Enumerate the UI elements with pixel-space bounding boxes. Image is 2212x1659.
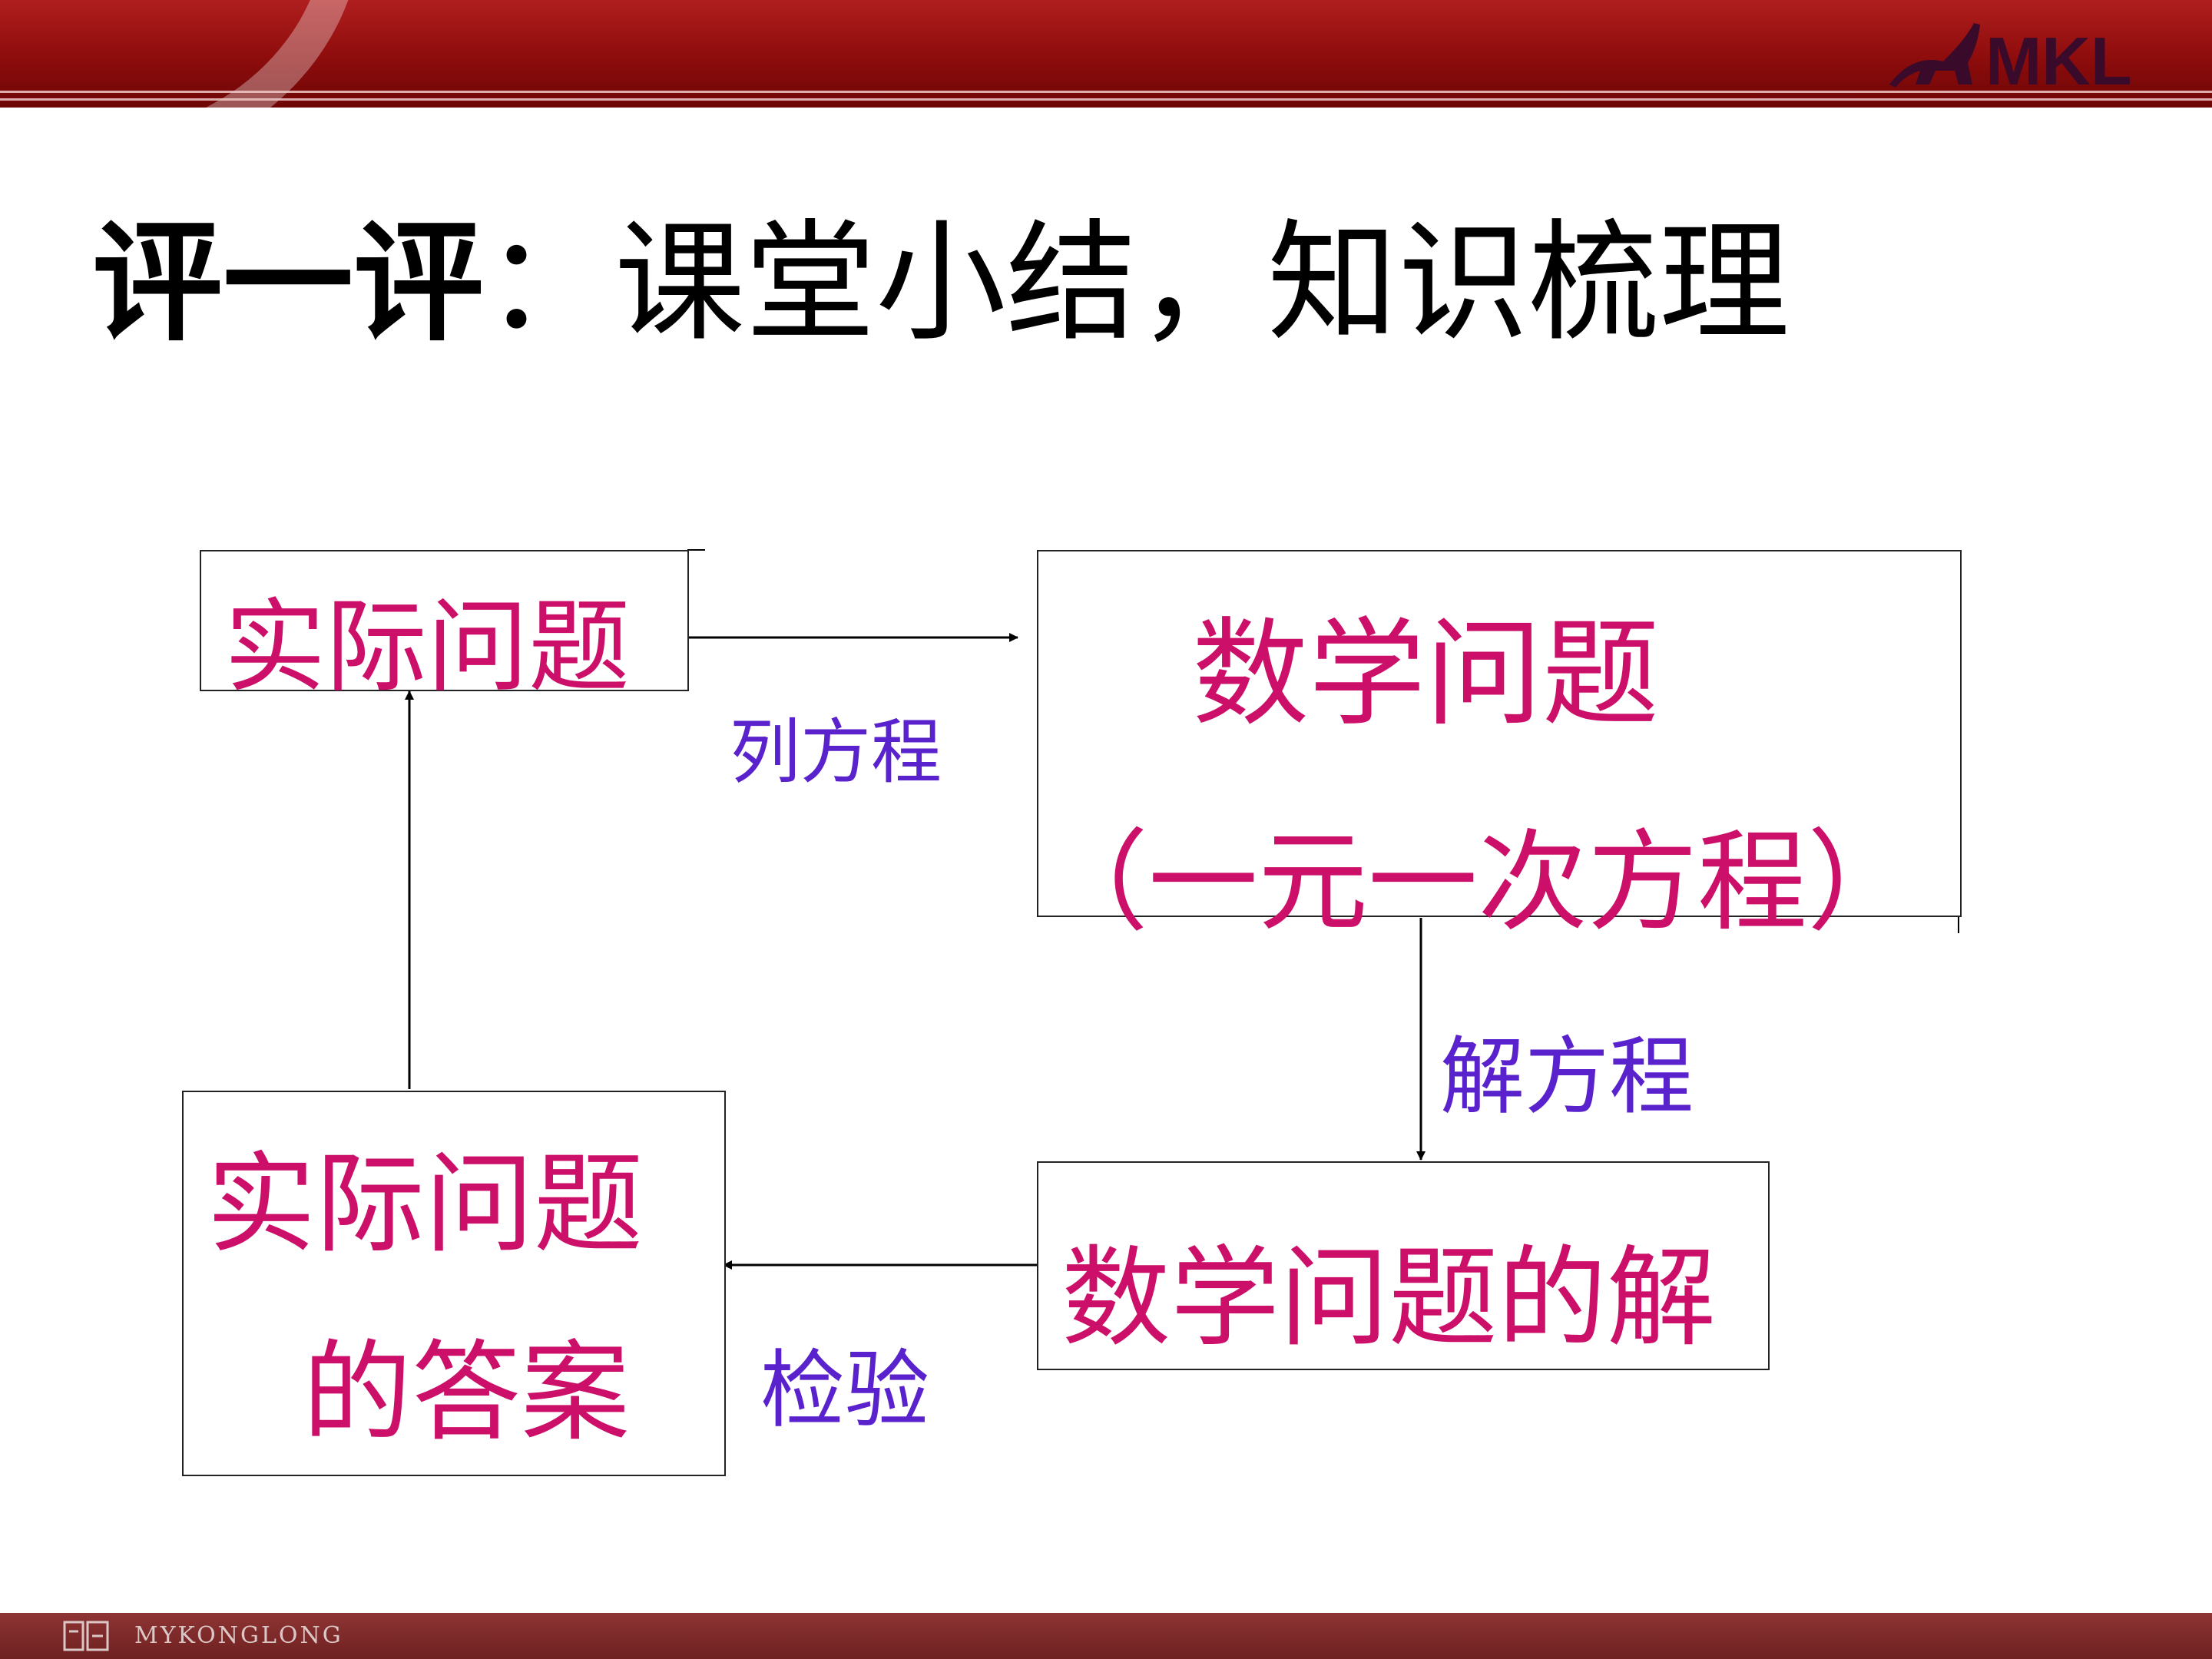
edge-label-check: 检验 xyxy=(760,1341,929,1439)
node-math-solution: 数学问题的解 xyxy=(1037,1161,1770,1370)
node-math-solution-label: 数学问题的解 xyxy=(1061,1235,1716,1362)
edge-label-formulate: 列方程 xyxy=(730,711,942,793)
title-part2: 课堂小结，知识梳理 xyxy=(614,207,1790,359)
title-part1: 评一评 xyxy=(92,207,485,359)
node-math-problem: 数学问题 （一元一次方程） xyxy=(1037,550,1962,946)
node-real-answer-line2: 的答案 xyxy=(303,1330,630,1456)
node-real-problem-label: 实际问题 xyxy=(224,588,630,707)
edge-label-solve: 解方程 xyxy=(1440,1028,1694,1126)
footer-band: MYKONGLONG xyxy=(0,1613,2212,1659)
brand-mark-icon xyxy=(63,1621,109,1651)
node-math-problem-sublabel: （一元一次方程） xyxy=(1038,818,1917,946)
node-real-answer: 实际问题 的答案 xyxy=(182,1091,726,1476)
page-title: 评一评：课堂小结，知识梳理 xyxy=(92,177,1790,366)
node-real-problem: 实际问题 xyxy=(200,550,689,707)
node-math-problem-label: 数学问题 xyxy=(1192,606,1659,742)
footer-brand: MYKONGLONG xyxy=(134,1622,343,1649)
title-separator: ： xyxy=(484,207,615,359)
mkl-logo-icon: MKL xyxy=(1889,23,2132,99)
svg-text:MKL: MKL xyxy=(1985,23,2132,99)
node-real-answer-line1: 实际问题 xyxy=(207,1141,643,1268)
header-band: MKL xyxy=(0,0,2212,108)
